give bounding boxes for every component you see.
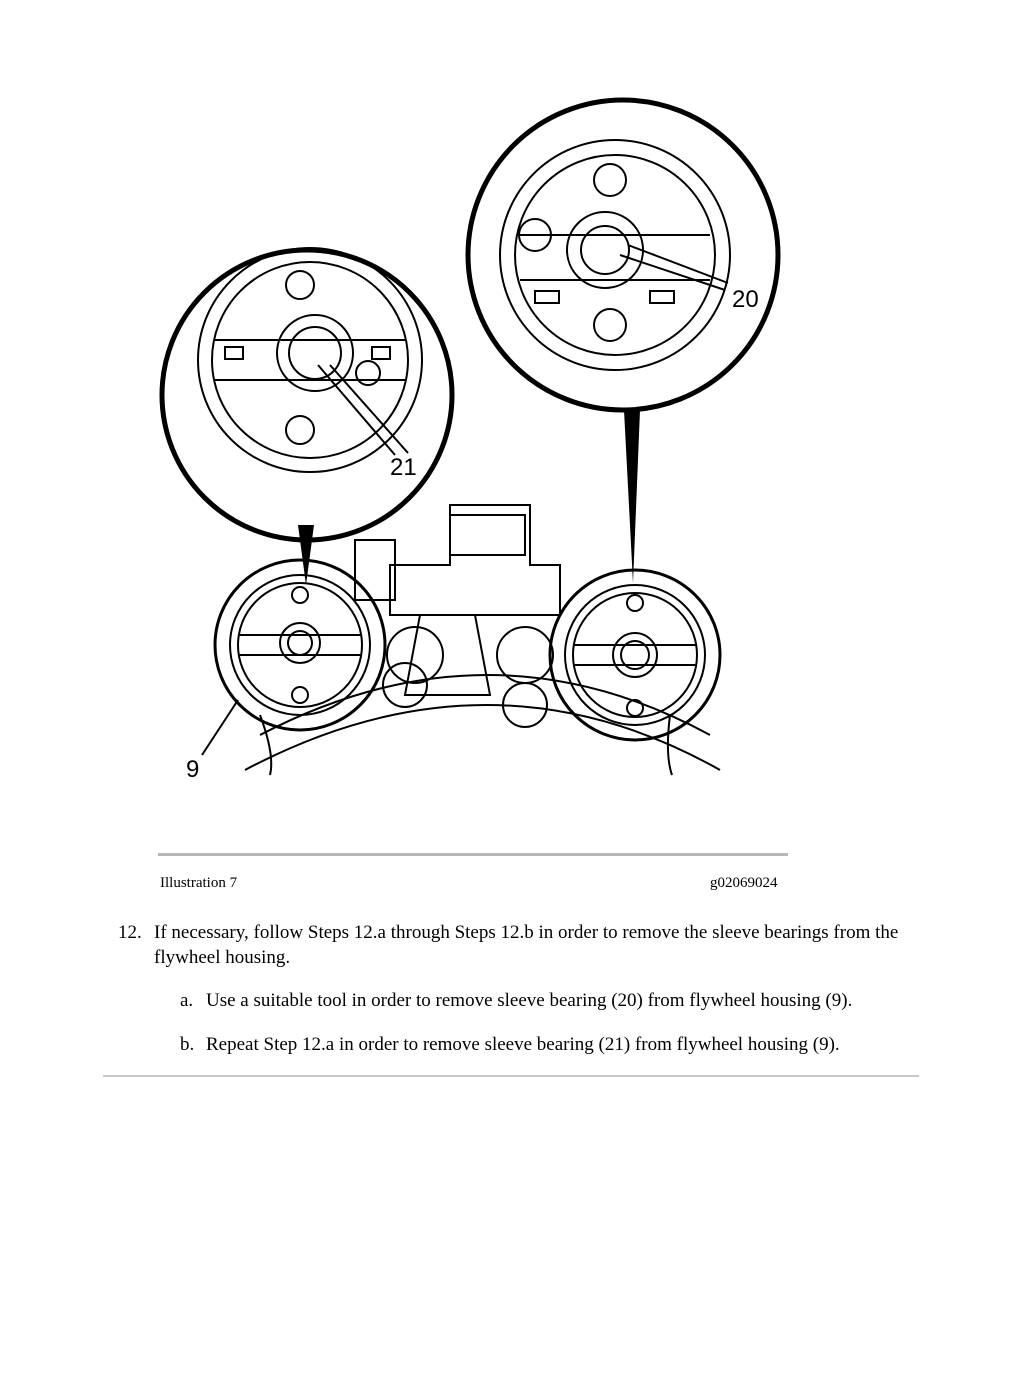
section-divider [103,1075,919,1077]
flywheel-housing-right [548,568,722,742]
step-number: 12. [118,922,142,943]
detail-circle-20 [465,97,781,413]
callout-21: 21 [390,454,417,481]
engine-assembly [244,504,721,776]
illustration-label: Illustration 7 [160,875,238,891]
step-text: If necessary, follow Steps 12.a through … [154,922,899,968]
flywheel-housing-drawing: 20 21 9 [159,97,781,783]
flywheel-housing-left [213,558,387,732]
detail-circle-21 [159,247,455,543]
substep-letter: a. [180,990,194,1011]
substep-text: Repeat Step 12.a in order to remove slee… [206,1034,840,1055]
callout-20: 20 [732,286,759,313]
callout-9: 9 [186,756,199,783]
illustration-figure: 20 21 9 [150,95,850,795]
substep-letter: b. [180,1034,195,1055]
illustration-code: g02069024 [710,875,778,891]
figure-divider [158,853,788,856]
substep-text: Use a suitable tool in order to remove s… [206,990,853,1011]
